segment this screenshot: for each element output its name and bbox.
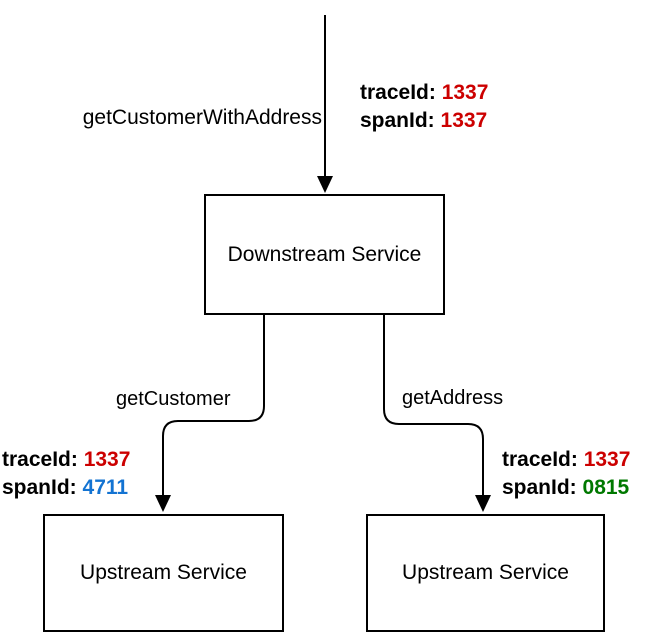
edge-label-get-customer: getCustomer <box>116 388 231 410</box>
node-downstream-service: Downstream Service <box>204 194 445 315</box>
arrowhead-down-icon <box>475 495 491 512</box>
span-id-key: spanId: <box>360 109 435 132</box>
edge-get-address-line <box>383 315 484 495</box>
edge-label-get-customer-with-address: getCustomerWithAddress <box>82 106 322 129</box>
edge-get-customer-line <box>162 315 265 495</box>
trace-id-value: 1337 <box>441 81 489 104</box>
span-id-row: spanId: 1337 <box>360 107 488 135</box>
annotation-get-customer: traceId: 1337 spanId: 4711 <box>2 446 130 502</box>
node-label: Upstream Service <box>80 561 247 584</box>
trace-id-row: traceId: 1337 <box>502 446 630 474</box>
span-id-key: spanId: <box>2 476 77 499</box>
edge-label-get-address: getAddress <box>402 387 504 409</box>
span-id-row: spanId: 0815 <box>502 474 630 502</box>
trace-id-value: 1337 <box>583 448 631 471</box>
trace-id-row: traceId: 1337 <box>360 79 488 107</box>
annotation-get-address: traceId: 1337 spanId: 0815 <box>502 446 630 502</box>
node-upstream-service-right: Upstream Service <box>366 514 605 632</box>
trace-id-value: 1337 <box>83 448 131 471</box>
trace-id-row: traceId: 1337 <box>2 446 130 474</box>
span-id-row: spanId: 4711 <box>2 474 130 502</box>
node-upstream-service-left: Upstream Service <box>43 514 284 632</box>
span-id-value: 0815 <box>582 476 630 499</box>
trace-id-key: traceId: <box>2 448 78 471</box>
arrowhead-down-icon <box>155 495 171 512</box>
annotation-incoming: traceId: 1337 spanId: 1337 <box>360 79 488 135</box>
trace-id-key: traceId: <box>360 81 436 104</box>
node-label: Downstream Service <box>227 242 422 266</box>
span-id-value: 4711 <box>82 476 129 499</box>
node-label: Upstream Service <box>402 561 569 584</box>
trace-id-key: traceId: <box>502 448 578 471</box>
arrowhead-down-icon <box>317 176 333 193</box>
span-id-value: 1337 <box>440 109 488 132</box>
span-id-key: spanId: <box>502 476 577 499</box>
